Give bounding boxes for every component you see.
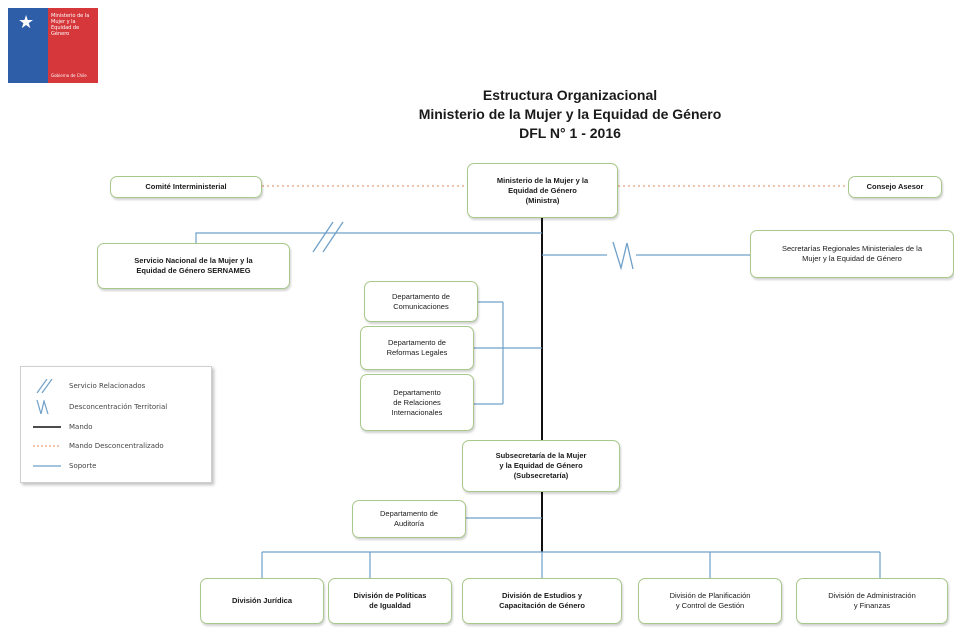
- legend-item-mando-desc: Mando Desconcentralizado: [29, 439, 209, 453]
- orange-dotted-line-icon: [33, 445, 61, 447]
- node-comunicaciones: Departamento de Comunicaciones: [364, 281, 478, 322]
- node-sernameg: Servicio Nacional de la Mujer y la Equid…: [97, 243, 290, 289]
- legend-label: Soporte: [69, 462, 97, 470]
- node-estudios: División de Estudios y Capacitación de G…: [462, 578, 622, 624]
- node-politicas: División de Políticas de Igualdad: [328, 578, 452, 624]
- logo-blue-block: ★: [8, 8, 48, 83]
- logo-text: Ministerio de la Mujer y la Equidad de G…: [51, 13, 90, 37]
- legend-label: Servicio Relacionados: [69, 382, 146, 390]
- node-juridica: División Jurídica: [200, 578, 324, 624]
- node-administracion: División de Administración y Finanzas: [796, 578, 948, 624]
- double-slash-2: [322, 221, 344, 253]
- node-ministerio: Ministerio de la Mujer y la Equidad de G…: [467, 163, 618, 218]
- node-subsecretaria: Subsecretaría de la Mujer y la Equidad d…: [462, 440, 620, 492]
- star-icon: ★: [18, 12, 35, 33]
- node-reformas: Departamento de Reformas Legales: [360, 326, 474, 370]
- node-comite: Comité Interministerial: [110, 176, 262, 198]
- chart-title: Estructura Organizacional Ministerio de …: [360, 86, 780, 143]
- legend-item-relacionados: Servicio Relacionados: [29, 378, 209, 394]
- node-planificacion: División de Planificación y Control de G…: [638, 578, 782, 624]
- title-line-3: DFL N° 1 - 2016: [519, 125, 621, 141]
- legend-label: Desconcentración Territorial: [69, 403, 168, 411]
- legend-label: Mando Desconcentralizado: [69, 442, 164, 450]
- blue-line-icon: [33, 465, 61, 467]
- zigzag-icon: [36, 398, 49, 415]
- double-slash-1: [312, 221, 334, 253]
- legend-item-desconcentracion: Desconcentración Territorial: [29, 398, 209, 415]
- legend-item-soporte: Soporte: [29, 459, 209, 473]
- title-line-1: Estructura Organizacional: [482, 87, 658, 103]
- logo-subtext: Gobierno de Chile: [51, 73, 87, 78]
- zigzag-seremi: [612, 241, 634, 271]
- black-line-icon: [33, 426, 61, 428]
- line-sernameg: [195, 232, 542, 243]
- legend: Servicio Relacionados Desconcentración T…: [20, 366, 212, 483]
- title-line-2: Ministerio de la Mujer y la Equidad de G…: [418, 106, 722, 122]
- logo-red-block: Ministerio de la Mujer y la Equidad de G…: [48, 8, 98, 83]
- node-consejo: Consejo Asesor: [848, 176, 942, 198]
- double-slash-icon: [36, 378, 53, 394]
- node-seremi: Secretarías Regionales Ministeriales de …: [750, 230, 954, 278]
- legend-label: Mando: [69, 423, 93, 431]
- legend-item-mando: Mando: [29, 420, 209, 434]
- node-relaciones: Departamento de Relaciones Internacional…: [360, 374, 474, 431]
- government-logo: ★ Ministerio de la Mujer y la Equidad de…: [8, 8, 98, 83]
- node-auditoria: Departamento de Auditoría: [352, 500, 466, 538]
